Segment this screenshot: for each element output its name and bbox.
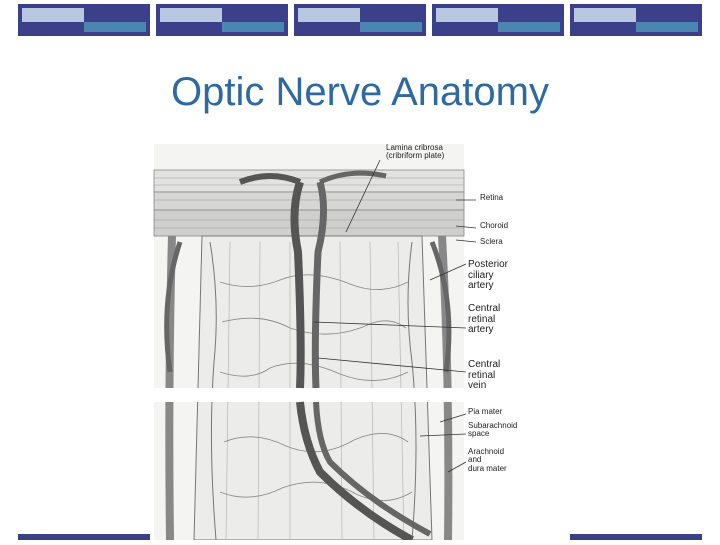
label-choroid: Choroid: [480, 221, 509, 230]
label-subarachnoid-space: Subarachnoid space: [468, 421, 518, 439]
footer-tile-1: [18, 534, 150, 540]
label-central-retinal-artery: Central retinal artery: [468, 303, 501, 335]
header-tile-2: [156, 4, 288, 36]
label-arachnoid-dura: Arachnoid and dura mater: [468, 447, 507, 473]
label-pia-mater: Pia mater: [468, 407, 503, 416]
header-tile-1: [18, 4, 150, 36]
header-tile-4: [432, 4, 564, 36]
optic-nerve-illustration: Lamina cribrosa (cribriform plate) Retin…: [150, 142, 530, 544]
slide-title: Optic Nerve Anatomy: [171, 70, 549, 114]
label-lamina-cribrosa: Lamina cribrosa (cribriform plate): [386, 143, 445, 161]
header-tile-5: [570, 4, 702, 36]
label-posterior-ciliary-artery: Posterior ciliary artery: [468, 259, 509, 291]
label-retina: Retina: [480, 193, 504, 202]
optic-nerve-drawing: [153, 144, 477, 544]
label-sclera: Sclera: [480, 237, 503, 246]
footer-tile-2: [570, 534, 702, 540]
header-tile-3: [294, 4, 426, 36]
footer-band: [0, 534, 720, 540]
label-central-retinal-vein: Central retinal vein: [468, 359, 501, 391]
header-band: [0, 4, 720, 36]
